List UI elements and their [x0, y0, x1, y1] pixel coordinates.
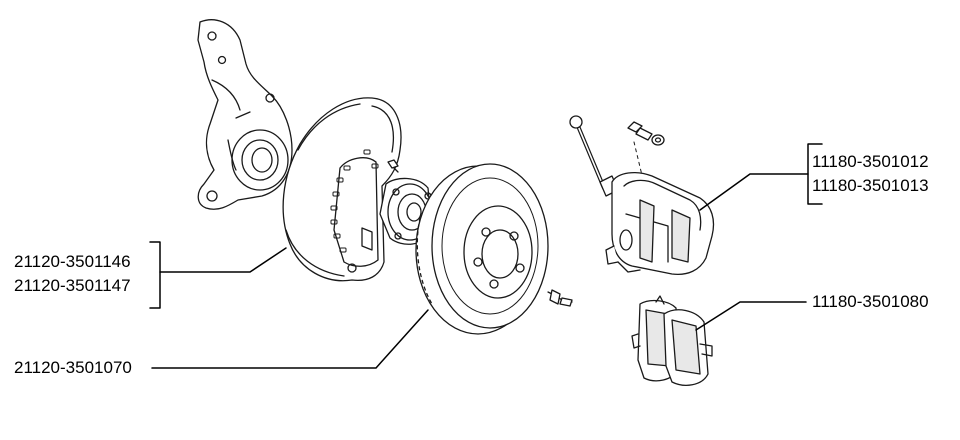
brake-pads-part-number: 11180-3501080: [812, 292, 929, 311]
caliper-part-number-1: 11180-3501012: [812, 152, 929, 171]
dust-shield-bracket: [149, 241, 161, 309]
caliper-leader: [699, 173, 809, 211]
brake-pads: [631, 295, 713, 386]
brake-disc: [415, 163, 549, 335]
dust-shield-part-number-2: 21120-3501147: [14, 276, 131, 295]
caliper-part-number-2: 11180-3501013: [812, 176, 929, 195]
wheel-bolt: [547, 289, 573, 307]
caliper-bolt: [627, 121, 665, 193]
dust-shield: [282, 97, 402, 282]
shield-bolt: [387, 159, 399, 173]
brake-pads-leader: [695, 301, 807, 331]
brake-disc-part-number: 21120-3501070: [14, 358, 132, 377]
brake-caliper: [605, 171, 715, 276]
brake-disc-leader: [151, 309, 429, 369]
leader-lines: [149, 143, 823, 369]
dust-shield-leader: [159, 247, 287, 273]
steering-knuckle: [197, 19, 293, 210]
shield-holes: [330, 149, 379, 253]
caliper-guide-pin: [569, 115, 619, 197]
dust-shield-part-number-1: 21120-3501146: [14, 252, 131, 271]
